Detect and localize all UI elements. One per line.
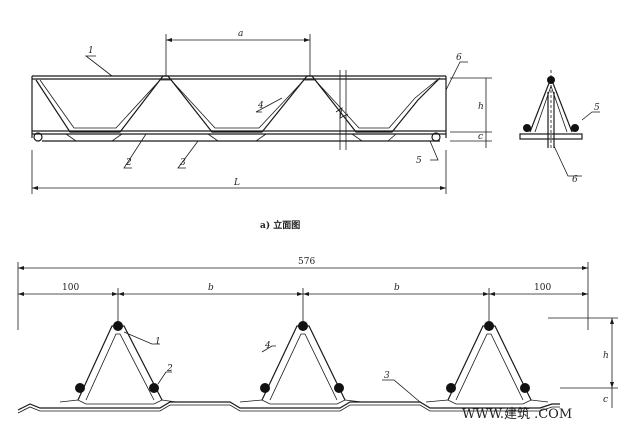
- dim-b1-label: b: [208, 283, 214, 293]
- end-bar-left: [33, 132, 43, 142]
- dim-576-label: 576: [298, 257, 315, 267]
- side-bottom-bar-right: [571, 124, 579, 132]
- truss-section-1: [59, 321, 177, 405]
- cross-section-view: 576 100 b b 100: [17, 257, 618, 414]
- section-dim-h-label: h: [603, 351, 609, 361]
- section-part-label-3: 3: [384, 371, 390, 381]
- dim-h-label: h: [478, 102, 484, 112]
- side-bottom-bar-left: [523, 124, 531, 132]
- section-part-label-4: 4: [264, 341, 271, 351]
- bottom-bar-2b: [334, 383, 344, 393]
- truss-section-3: [425, 321, 549, 405]
- deck-plate: [17, 401, 560, 411]
- section-dim-c-label: c: [603, 395, 608, 405]
- dim-c-label: c: [478, 132, 483, 142]
- side-top-bar: [547, 76, 555, 84]
- elevation-view: a h c L 1 2 3 4 5 6 a) 立面图: [31, 29, 492, 231]
- dim-L-label: L: [233, 178, 240, 188]
- truss-section-2: [239, 321, 363, 405]
- top-bar-1: [113, 321, 123, 331]
- dim-b2-label: b: [394, 283, 400, 293]
- part-label-4: 4: [257, 101, 264, 111]
- side-plate: [519, 133, 583, 140]
- side-section-view: 5 6: [519, 70, 600, 185]
- section-part-label-1: 1: [155, 337, 161, 347]
- part-label-5: 5: [416, 156, 422, 166]
- bottom-bar-2a: [260, 383, 270, 393]
- web-zigzag: [35, 75, 441, 133]
- top-bar-3: [484, 321, 494, 331]
- bottom-bar-3a: [446, 383, 456, 393]
- dim-100-right-label: 100: [534, 283, 551, 293]
- bottom-bar-1a: [75, 383, 85, 393]
- part-label-3: 3: [180, 158, 186, 168]
- side-part-label-5: 5: [594, 103, 600, 113]
- side-part-label-6: 6: [572, 175, 578, 185]
- elevation-caption: a) 立面图: [260, 219, 300, 231]
- part-label-1: 1: [88, 46, 94, 56]
- bottom-bar-3b: [520, 383, 530, 393]
- top-bar-2: [298, 321, 308, 331]
- part-label-2: 2: [125, 158, 132, 168]
- dim-a-label: a: [238, 29, 243, 39]
- section-part-label-2: 2: [166, 364, 173, 374]
- bottom-bar-1b: [149, 383, 159, 393]
- part-label-6: 6: [456, 53, 462, 63]
- watermark-text: WWW.建筑 .COM: [462, 406, 572, 422]
- dim-100-left-label: 100: [62, 283, 79, 293]
- end-bar-right: [431, 132, 441, 142]
